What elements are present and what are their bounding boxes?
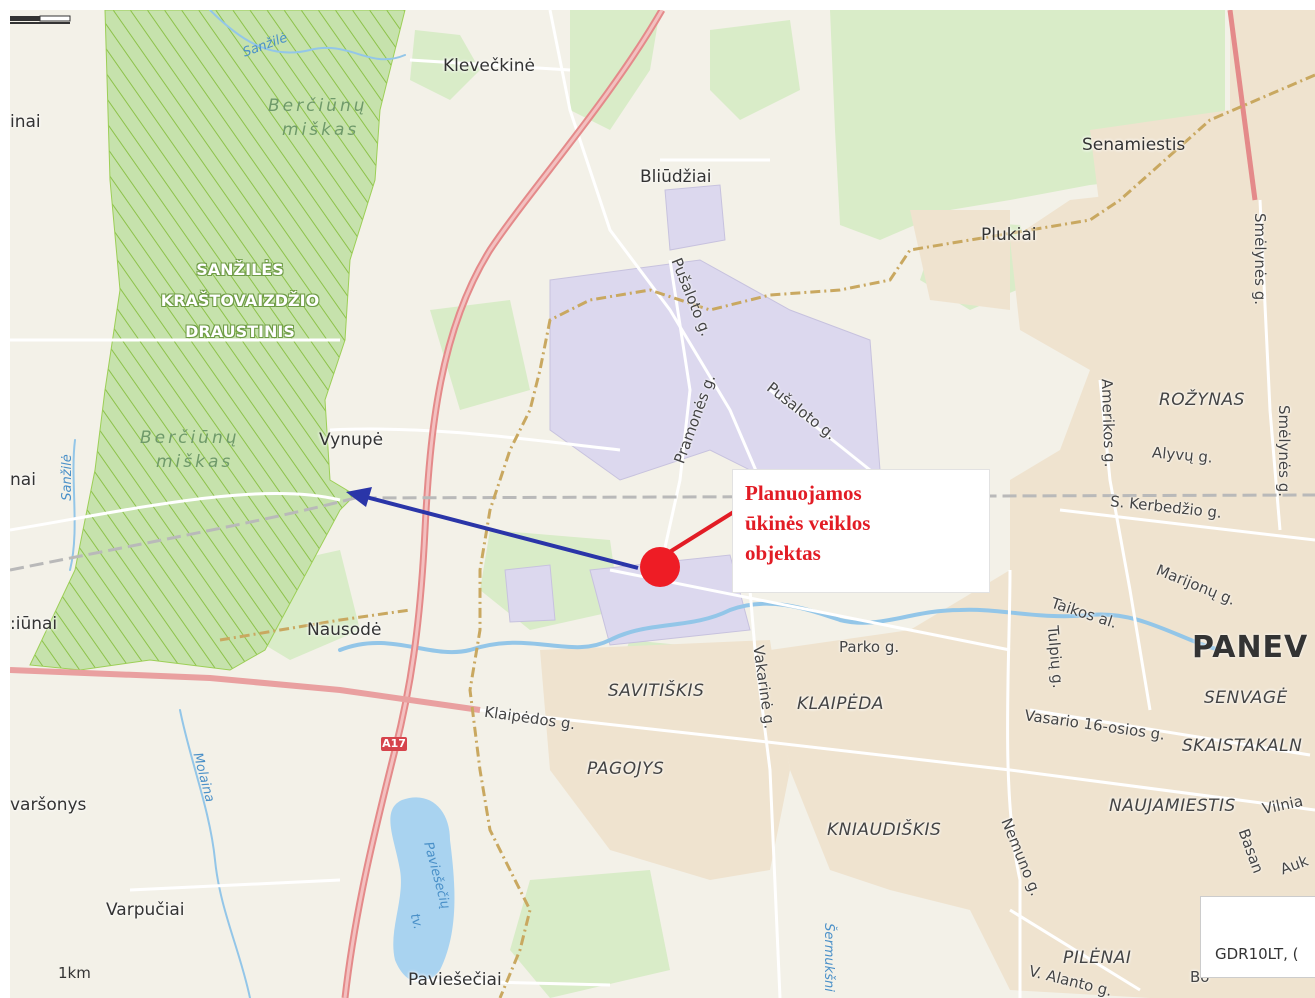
railway	[10, 493, 1315, 572]
place-label-nausode: Nausodė	[307, 620, 382, 640]
scale-bar-icon	[10, 15, 71, 24]
reserve-label-line2: KRAŠTOVAIZDŽIO	[160, 291, 320, 310]
city-label: PANEV	[1192, 630, 1309, 665]
street-label-sermuksniu: Šermukšni	[820, 923, 836, 992]
reserve-label: SANŽILĖS KRAŠTOVAIZDŽIO DRAUSTINIS	[130, 254, 350, 347]
road-shield-a17: A17	[381, 737, 407, 751]
place-label-plukiai: Plukiai	[981, 225, 1037, 245]
river-label-sanzile-left: Sanžilė	[59, 454, 75, 501]
roads-minor	[10, 10, 1315, 998]
street-label-amerikos: Amerikos g.	[1097, 378, 1119, 468]
urban-area	[540, 10, 1315, 998]
place-label-kleveckine: Klevečkinė	[443, 56, 535, 76]
reserve-label-line3: DRAUSTINIS	[185, 322, 295, 341]
place-label-varsonys: varšonys	[10, 795, 87, 815]
lake	[390, 797, 455, 983]
place-label-vynupe: Vynupė	[319, 430, 384, 450]
city-boundary	[468, 73, 1315, 998]
crs-label: GDR10LT, (	[1215, 945, 1299, 963]
forest-label-top-2: miškas	[282, 120, 360, 140]
place-label-senamiestis: Senamiestis	[1082, 135, 1186, 155]
industrial-area	[504, 184, 881, 646]
annotation-box: Planuojamos ūkinės veiklos objektas	[732, 469, 990, 593]
forest-label-mid-2: miškas	[156, 452, 234, 472]
annotation-text: Planuojamos ūkinės veiklos objektas	[745, 481, 871, 565]
forest-label-top-1: Berčiūnų	[268, 96, 368, 116]
street-label-smelynes-1: Smėlynės g.	[1251, 212, 1270, 306]
district-label-naujamiestis: NAUJAMIESTIS	[1109, 796, 1236, 816]
district-label-klaipeda: KLAIPĖDA	[797, 694, 884, 714]
district-label-savitiskis: SAVITIŠKIS	[608, 681, 705, 701]
street-label-parko: Parko g.	[839, 638, 900, 656]
main-road-west	[10, 667, 481, 713]
scale-label: 1km	[58, 964, 91, 982]
district-label-pagojys: PAGOJYS	[587, 759, 665, 779]
place-label-ciunai: :iūnai	[10, 614, 58, 634]
district-label-skaistakalnis: SKAISTAKALN	[1182, 736, 1303, 756]
place-label-inai: inai	[10, 112, 41, 132]
district-label-kniaudiskis: KNIAUDIŠKIS	[827, 820, 942, 840]
place-label-nai: nai	[10, 470, 36, 490]
annotation-pointer	[658, 506, 742, 560]
district-label-senvage: SENVAGĖ	[1204, 688, 1288, 708]
arrow-to-reserve	[346, 487, 639, 570]
forest-label-mid-1: Berčiūnų	[140, 428, 240, 448]
reserve-label-line1: SANŽILĖS	[196, 260, 284, 279]
district-label-pilenai: PILĖNAI	[1063, 948, 1132, 968]
district-label-rozynas: ROŽYNAS	[1159, 390, 1245, 410]
place-label-varpuciai: Varpučiai	[106, 900, 185, 920]
map-canvas[interactable]: SANŽILĖS KRAŠTOVAIZDŽIO DRAUSTINIS Berči…	[10, 10, 1315, 998]
place-label-bliudziai: Bliūdžiai	[640, 167, 712, 187]
map-base-layer	[10, 10, 1315, 998]
main-road-north	[1227, 10, 1258, 201]
crs-panel[interactable]: GDR10LT, (	[1200, 896, 1315, 978]
planned-site-marker	[640, 547, 680, 587]
place-label-paviesečiai: Paviešečiai	[408, 970, 502, 990]
street-label-smelynes-2: Smėlynės g.	[1275, 404, 1294, 498]
